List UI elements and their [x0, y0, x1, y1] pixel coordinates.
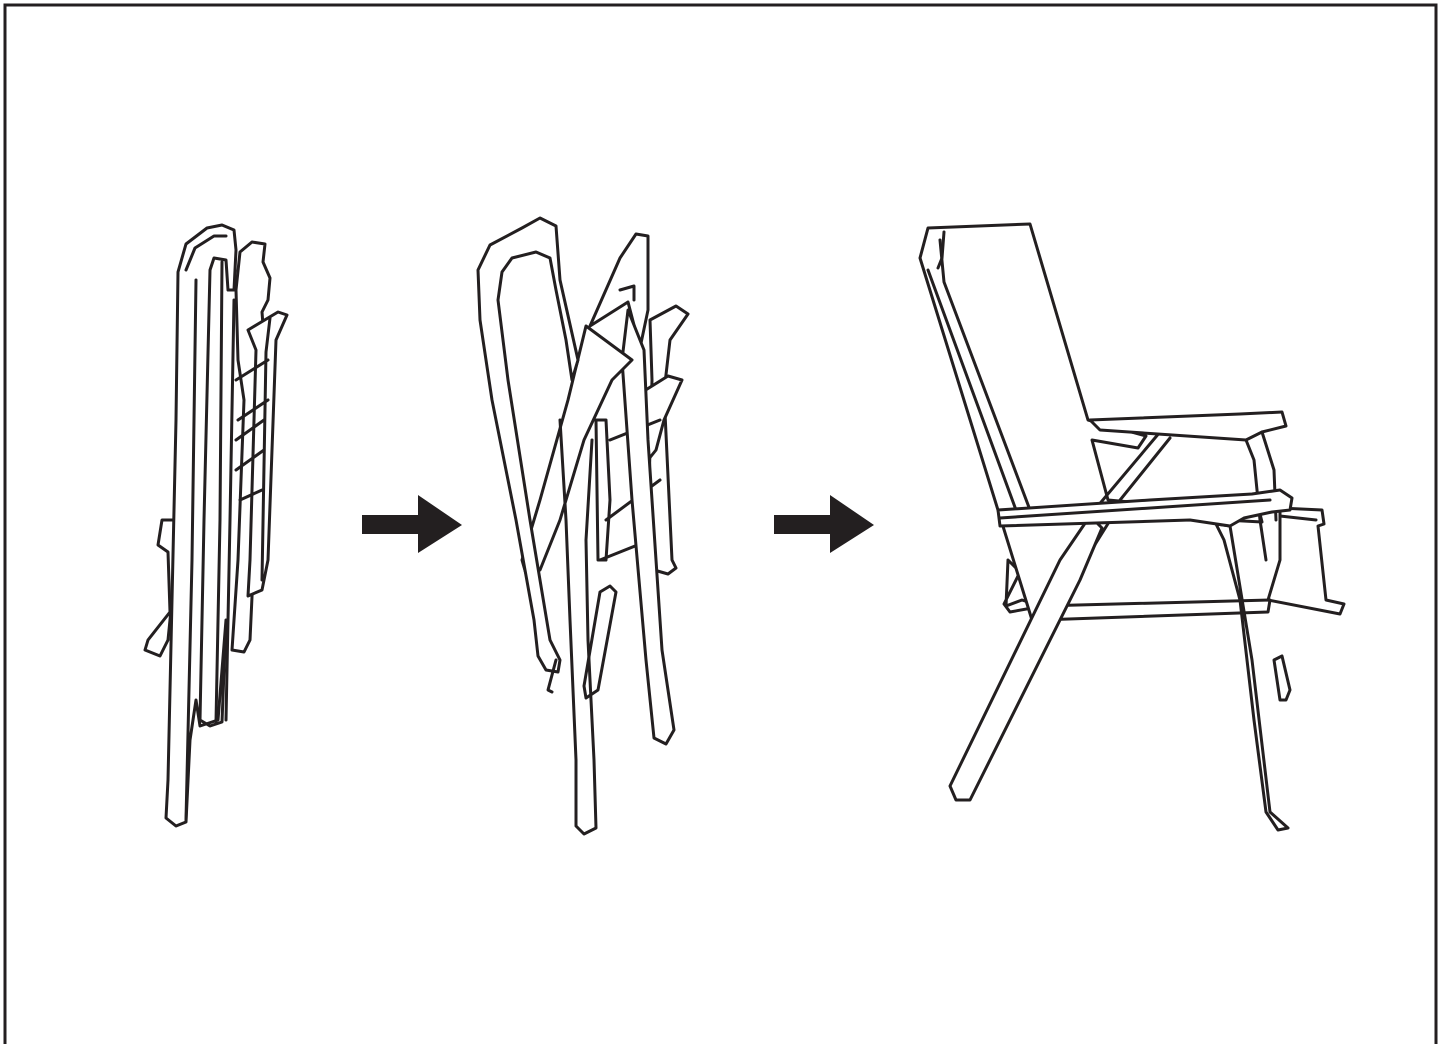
right-arrow-icon — [362, 495, 462, 553]
right-arrow-icon — [774, 495, 874, 553]
folded-chair-icon — [145, 225, 287, 826]
open-chair-icon — [920, 224, 1344, 830]
half-open-chair-icon — [478, 218, 688, 834]
